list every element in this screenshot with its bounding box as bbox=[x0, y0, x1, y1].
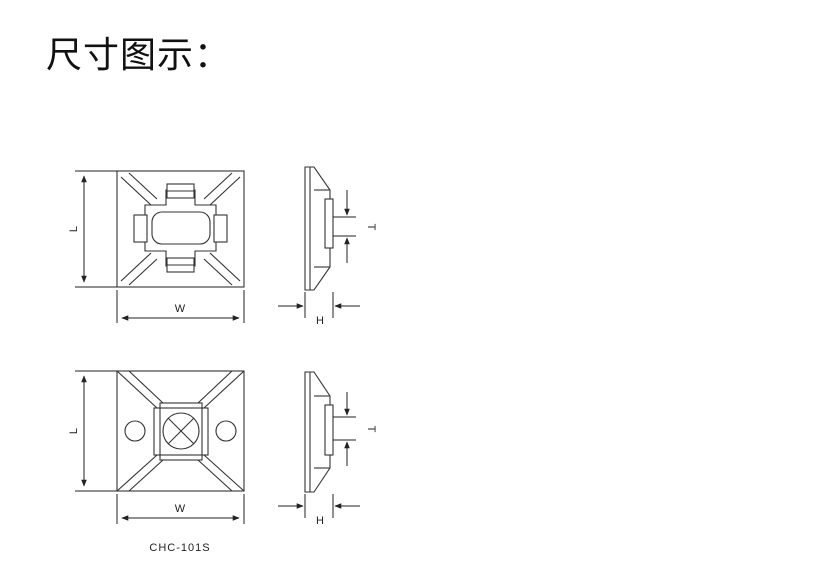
bottom-thickness-dimension bbox=[333, 392, 356, 466]
bottom-length-label: L bbox=[68, 428, 80, 434]
bottom-side-view bbox=[304, 371, 334, 493]
model-caption: CHC-101S bbox=[149, 542, 210, 554]
bottom-width-dimension bbox=[116, 494, 245, 524]
top-height-label: H bbox=[316, 315, 324, 327]
bottom-length-dimension bbox=[75, 370, 117, 492]
top-width-dimension bbox=[116, 290, 245, 323]
bottom-height-dimension bbox=[278, 494, 360, 518]
top-width-label: W bbox=[175, 303, 186, 315]
bottom-width-label: W bbox=[175, 503, 186, 515]
top-height-dimension bbox=[278, 292, 360, 318]
top-length-dimension bbox=[75, 170, 117, 288]
top-length-label: L bbox=[68, 226, 80, 232]
top-front-view bbox=[116, 170, 245, 288]
bottom-thickness-label: T bbox=[365, 426, 377, 433]
bottom-height-label: H bbox=[316, 515, 324, 527]
top-side-view bbox=[304, 166, 334, 291]
bottom-front-view bbox=[116, 370, 245, 492]
top-thickness-dimension bbox=[333, 190, 356, 263]
top-thickness-label: T bbox=[365, 224, 377, 231]
page-title: 尺寸图示： bbox=[46, 35, 232, 76]
